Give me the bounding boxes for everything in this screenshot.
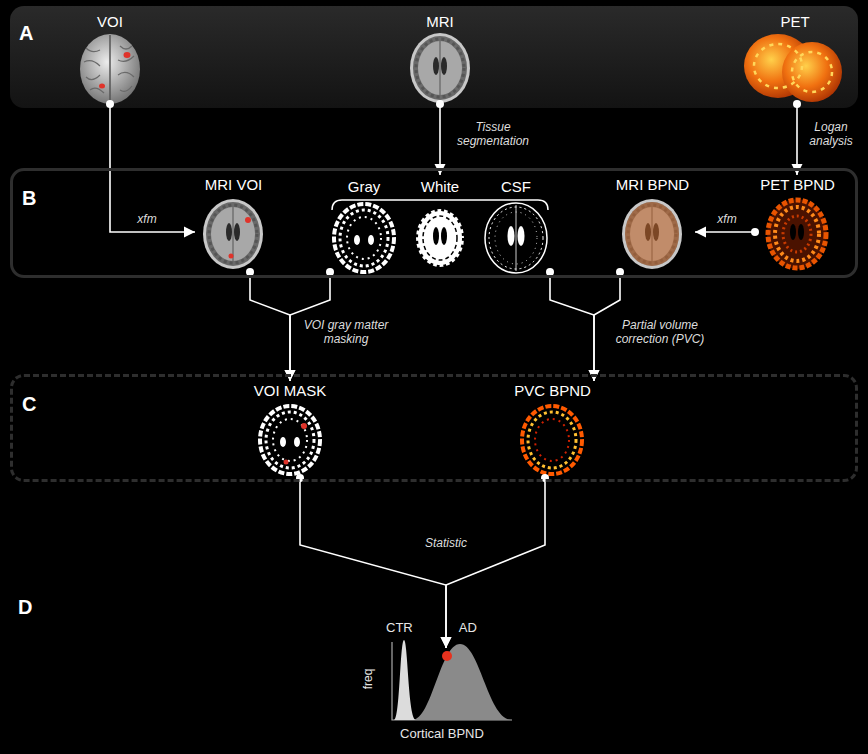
- series-label: AD: [459, 620, 477, 636]
- image-panel: VOI: [72, 12, 148, 104]
- tissue-title: White: [402, 178, 478, 272]
- image-title: VOI MASK: [254, 382, 327, 399]
- mri-voi-slice: [203, 199, 263, 269]
- edge-label: Tissue segmentation: [452, 120, 534, 148]
- axis-label: Cortical BPND: [362, 726, 522, 742]
- edge-label: Statistic: [416, 536, 476, 550]
- spacer: [362, 686, 522, 726]
- series-label: CTR: [386, 620, 413, 636]
- flow-arrow: [796, 104, 798, 175]
- image-title: VOI: [97, 13, 123, 30]
- flow-arrow: [594, 272, 620, 381]
- start-dot: [246, 268, 254, 276]
- voi-brain-render: [80, 34, 140, 104]
- section-panel: C VOI MASK PVC BPND: [10, 374, 858, 482]
- start-dot: [326, 268, 334, 276]
- tissue-group: GrayWhiteCSF: [326, 175, 554, 272]
- section-letter: A: [19, 22, 33, 44]
- flow-arrow: [439, 104, 441, 175]
- image-title: MRI: [426, 13, 454, 30]
- flow-arrow: [250, 272, 290, 381]
- start-dot: [793, 100, 801, 108]
- start-dot: [106, 100, 114, 108]
- start-dot: [616, 268, 624, 276]
- section-letter: C: [22, 393, 36, 415]
- edge-label: xfm: [712, 212, 742, 226]
- histogram-plot: [392, 640, 512, 720]
- section-letter: B: [22, 187, 36, 209]
- edge-label: xfm: [132, 212, 162, 226]
- image-panel: PET BPND: [755, 175, 840, 272]
- pet-bp-slice: [767, 199, 827, 269]
- flow-arrow: [550, 272, 594, 381]
- legend-row: CTR AD: [362, 620, 522, 636]
- image-title: PVC BPND: [514, 382, 591, 399]
- axis-label: freq: [361, 669, 375, 690]
- edge-label: Partial volume correction (PVC): [604, 318, 716, 346]
- image-panel: PVC BPND: [505, 381, 600, 478]
- csf-slice: [485, 203, 547, 273]
- image-panel: VOI MASK: [245, 381, 335, 478]
- image-title: MRI VOI: [205, 176, 263, 193]
- mri-slice: [410, 33, 470, 103]
- image-panel: MRI: [400, 12, 480, 104]
- histogram-chart: CTRADfreqCortical BPND: [362, 648, 522, 742]
- white-matter-slice: [416, 209, 464, 267]
- voi-mask-slice: [260, 406, 320, 474]
- image-title: PET: [780, 13, 809, 30]
- image-title: MRI BPND: [616, 176, 689, 193]
- start-dot: [751, 228, 759, 236]
- tissue-title: CSF: [478, 178, 554, 272]
- section-letter: D: [18, 596, 32, 618]
- start-dot: [546, 268, 554, 276]
- image-panel: PET: [745, 12, 845, 104]
- image-panel: MRI BPND: [610, 175, 695, 272]
- mri-bp-slice: [622, 199, 682, 269]
- pvc-bp-slice: [522, 406, 582, 474]
- image-title: PET BPND: [760, 176, 835, 193]
- start-dot: [436, 100, 444, 108]
- bracket: [332, 200, 548, 210]
- panel-fill: [10, 6, 858, 108]
- tissue-title: Gray: [326, 178, 402, 272]
- flow-arrow: [446, 478, 545, 648]
- flow-arrow: [695, 231, 755, 233]
- flow-arrow: [300, 478, 446, 648]
- image-panel: MRI VOI: [195, 175, 272, 272]
- gray-matter-slice: [334, 204, 394, 272]
- edge-label: VOI gray matter masking: [300, 318, 392, 346]
- section-panel: A VOI MRI PET: [10, 6, 858, 108]
- pet-render: [744, 34, 842, 102]
- edge-label: Logan analysis: [805, 120, 857, 148]
